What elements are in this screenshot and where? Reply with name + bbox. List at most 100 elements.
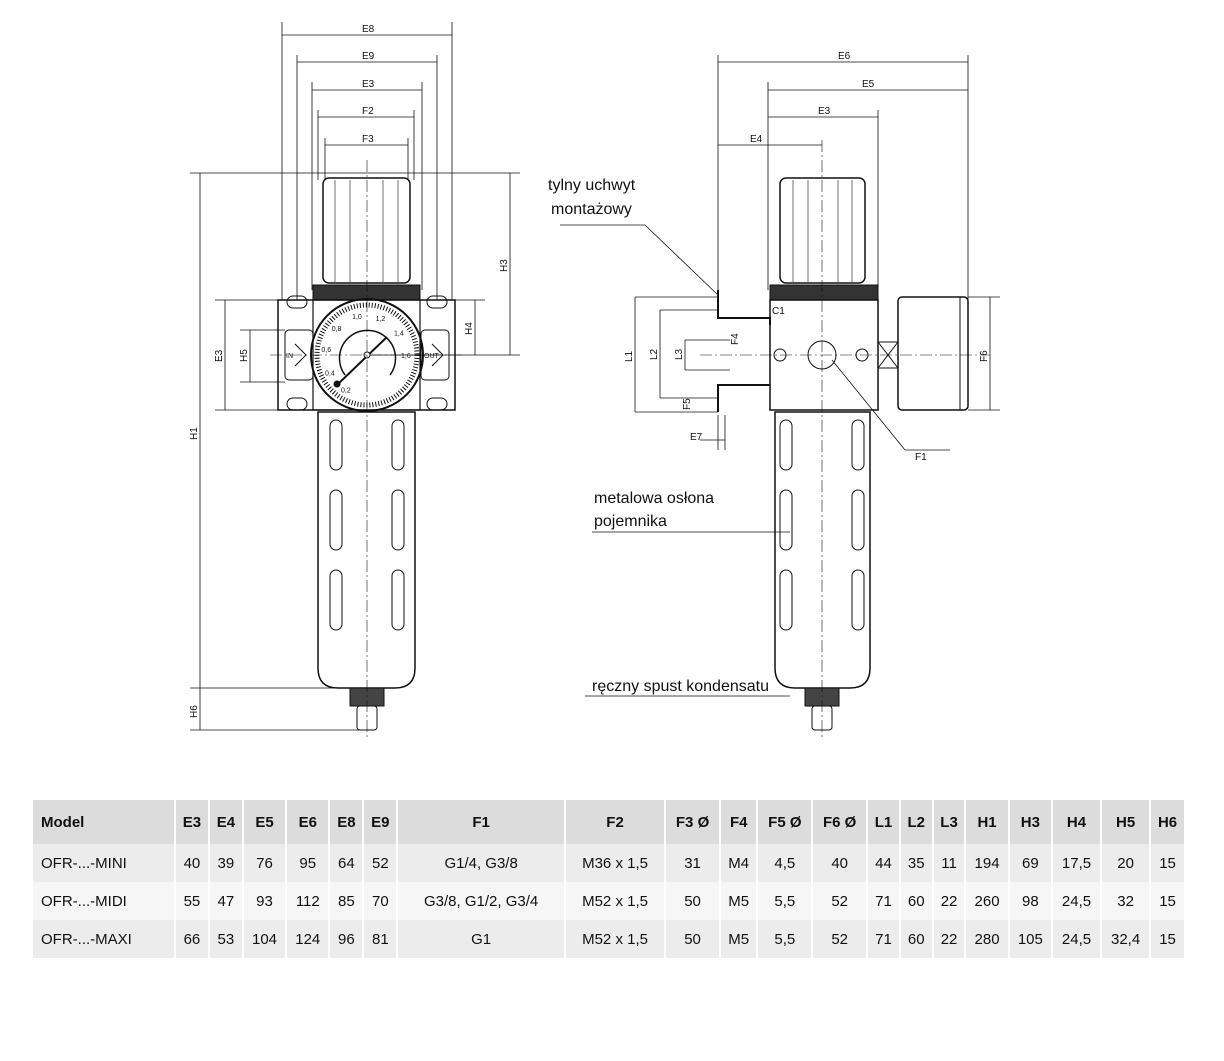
table-cell: 40 [173, 844, 209, 882]
table-cell: 50 [664, 920, 720, 958]
table-cell: 4,5 [756, 844, 813, 882]
gauge-scale-label: 0,6 [321, 347, 331, 354]
dim-F4: F4 [730, 333, 741, 345]
column-header: L3 [931, 800, 966, 844]
dim-H3: H3 [499, 259, 510, 272]
table-cell: 60 [898, 882, 933, 920]
side-view: E6 E5 E3 E4 F6 L1 L2 L3 F4 F5 E7 C1 F1 t… [548, 51, 1000, 740]
table-cell: 95 [285, 844, 330, 882]
table-cell: 53 [207, 920, 243, 958]
table-cell: M5 [718, 920, 758, 958]
dim-F5: F5 [682, 398, 693, 410]
table-cell: 93 [241, 882, 287, 920]
gauge-scale-label: 1,0 [352, 314, 362, 321]
dim-E3: E3 [362, 79, 375, 90]
column-header: F4 [718, 800, 758, 844]
dim-E9: E9 [362, 51, 375, 62]
table-cell: 35 [898, 844, 933, 882]
table-cell: 15 [1149, 920, 1184, 958]
column-header: F1 [396, 800, 565, 844]
table-cell: OFR-...-MINI [33, 844, 175, 882]
dim-F3: F3 [362, 134, 374, 145]
table-cell: 70 [362, 882, 398, 920]
column-header: E8 [328, 800, 364, 844]
note-bracket-1: tylny uchwyt [548, 177, 636, 194]
table-cell: M5 [718, 882, 758, 920]
column-header: Model [33, 800, 175, 844]
table-cell: 5,5 [756, 920, 813, 958]
gauge-scale-label: 1,4 [394, 331, 404, 338]
table-cell: 44 [866, 844, 900, 882]
column-header: F3 Ø [664, 800, 720, 844]
column-header: H1 [964, 800, 1009, 844]
dim-F1: F1 [915, 452, 927, 463]
gauge-scale-label: 0,2 [341, 388, 351, 395]
table-cell: 98 [1007, 882, 1052, 920]
technical-drawing: E8 E9 E3 F2 F3 H1 H6 H3 H4 E3 H5 IN OUT … [189, 22, 1000, 740]
dim-F2: F2 [362, 106, 374, 117]
table-cell: 11 [931, 844, 966, 882]
dim-H6: H6 [189, 705, 200, 718]
column-header: E6 [285, 800, 330, 844]
table-cell: 15 [1149, 844, 1184, 882]
gauge-in-label: IN [286, 353, 293, 360]
table-cell: 5,5 [756, 882, 813, 920]
table-cell: 194 [964, 844, 1009, 882]
table-cell: 69 [1007, 844, 1052, 882]
note-bracket-2: montażowy [551, 201, 632, 218]
dim-L1: L1 [624, 350, 635, 362]
column-header: L2 [898, 800, 933, 844]
dim-C1: C1 [772, 306, 785, 317]
table-cell: G1 [396, 920, 565, 958]
table-cell: 20 [1100, 844, 1151, 882]
table-cell: G3/8, G1/2, G3/4 [396, 882, 565, 920]
note-cover-1: metalowa osłona [594, 490, 714, 507]
column-header: E3 [173, 800, 209, 844]
table-cell: 260 [964, 882, 1009, 920]
table-cell: 124 [285, 920, 330, 958]
table-cell: 52 [811, 920, 868, 958]
dim-E5: E5 [862, 79, 875, 90]
table-cell: 112 [285, 882, 330, 920]
table-cell: 280 [964, 920, 1009, 958]
table-cell: 104 [241, 920, 287, 958]
column-header: F6 Ø [811, 800, 868, 844]
dim-E3-vertical: E3 [214, 349, 225, 362]
front-view: E8 E9 E3 F2 F3 H1 H6 H3 H4 E3 H5 IN OUT … [189, 22, 520, 740]
table-cell: M4 [718, 844, 758, 882]
table-cell: 60 [898, 920, 933, 958]
dim-H4: H4 [464, 322, 475, 335]
table-cell: 24,5 [1050, 920, 1102, 958]
table-cell: 71 [866, 920, 900, 958]
note-cover-2: pojemnika [594, 513, 667, 530]
table-cell: 66 [173, 920, 209, 958]
table-cell: 81 [362, 920, 398, 958]
gauge-out-label: OUT [424, 353, 440, 360]
table-cell: 32,4 [1100, 920, 1151, 958]
gauge-scale-label: 1,2 [376, 316, 386, 323]
note-drain: ręczny spust kondensatu [592, 678, 769, 695]
dim-H5: H5 [239, 349, 250, 362]
table-cell: 24,5 [1050, 882, 1102, 920]
dim-L3: L3 [674, 348, 685, 360]
table-cell: 76 [241, 844, 287, 882]
table-cell: 47 [207, 882, 243, 920]
dim-L2: L2 [649, 348, 660, 360]
column-header: L1 [866, 800, 900, 844]
table-cell: 52 [811, 882, 868, 920]
table-cell: 64 [328, 844, 364, 882]
column-header: E5 [241, 800, 287, 844]
table-cell: 105 [1007, 920, 1052, 958]
column-header: F5 Ø [756, 800, 813, 844]
column-header: H4 [1050, 800, 1102, 844]
table-cell: M52 x 1,5 [563, 920, 666, 958]
dim-E3-side: E3 [818, 106, 831, 117]
table-cell: 52 [362, 844, 398, 882]
table-cell: G1/4, G3/8 [396, 844, 565, 882]
table-cell: 22 [931, 882, 966, 920]
table-cell: 55 [173, 882, 209, 920]
gauge-scale-label: 1,6 [401, 353, 411, 360]
